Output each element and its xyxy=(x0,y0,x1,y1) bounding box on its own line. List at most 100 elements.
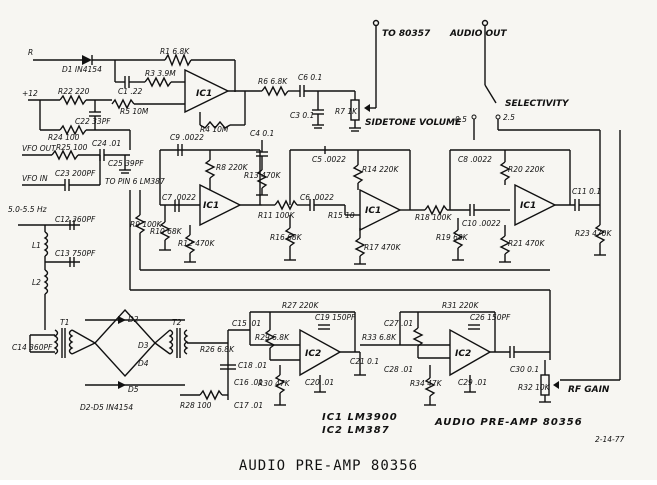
ic2-stage-2 xyxy=(360,311,559,406)
label-r19: R19 68K xyxy=(436,233,469,242)
notes: IC1 LM3900 IC2 LM387 AUDIO PRE-AMP 80356… xyxy=(322,412,624,444)
r1-resistor xyxy=(150,53,236,92)
label-c6b: C6 .0022 xyxy=(300,193,334,202)
label-c13: C13 750PF xyxy=(55,249,96,258)
label-r1: R1 6.8K xyxy=(160,47,190,56)
label-r9: R9 100K xyxy=(130,220,163,229)
label-freq: 5.0-5.5 Hz xyxy=(8,205,48,214)
label-to-80357: TO 80357 xyxy=(382,29,431,39)
label-r17: R17 470K xyxy=(364,243,401,252)
label-d4: D4 xyxy=(138,359,149,368)
label-c24: C24 .01 xyxy=(92,139,121,148)
label-r10: R10 68K xyxy=(150,227,183,236)
label-c15: C15 .01 xyxy=(232,319,261,328)
ic2-stage-1 xyxy=(180,311,366,406)
label-r33: R33 6.8K xyxy=(362,333,397,342)
label-c7: C7 .0022 xyxy=(162,193,196,202)
label-c3: C3 0.1 xyxy=(290,111,314,120)
schematic-title: AUDIO PRE-AMP 80356 xyxy=(434,417,583,428)
label-r16: R16 68K xyxy=(270,233,303,242)
label-r7: R7 1K xyxy=(335,107,358,116)
label-t2: T2 xyxy=(172,318,182,327)
label-c25: C25 39PF xyxy=(108,159,144,168)
label-r12: R12 470K xyxy=(178,239,215,248)
label-r6: R6 6.8K xyxy=(258,77,288,86)
label-audio-out: AUDIO OUT xyxy=(449,29,507,39)
label-r15: R15 10 xyxy=(328,211,355,220)
label-r23: R23 470K xyxy=(575,229,612,238)
label-c11: C11 0.1 xyxy=(572,187,601,196)
label-r13: R13 470K xyxy=(244,171,281,180)
label-c9a: C9 .0022 xyxy=(170,133,204,142)
label-c16: C16 .01 xyxy=(234,378,263,387)
ic1-opamp-2 xyxy=(134,144,262,270)
label-r3: R3 3.9M xyxy=(145,69,176,78)
label-t1: T1 xyxy=(60,318,69,327)
label-c17: C17 .01 xyxy=(234,401,263,410)
label-sidetone: SIDETONE VOLUME xyxy=(365,118,462,128)
sidetone-network xyxy=(260,19,380,132)
label-r27: R27 220K xyxy=(282,301,319,310)
c1-capacitor xyxy=(114,60,185,88)
page-caption: AUDIO PRE-AMP 80356 xyxy=(238,458,419,474)
label-to-pin6: TO PIN 6 LM387 xyxy=(105,177,165,186)
label-r14: R14 220K xyxy=(362,165,399,174)
label-ic1b: IC1 xyxy=(203,201,219,211)
label-d5: D5 xyxy=(128,385,139,394)
mixer-transformers xyxy=(29,308,189,389)
vfo-lines xyxy=(22,149,131,191)
label-c19: C19 150PF xyxy=(315,313,356,322)
ic-note-2: IC2 LM387 xyxy=(322,425,390,436)
label-l2: L2 xyxy=(32,278,41,287)
label-ic1c: IC1 xyxy=(365,206,381,216)
label-plus12: +12 xyxy=(22,89,38,98)
label-d3: D3 xyxy=(138,341,149,350)
label-c1: C1 .22 xyxy=(118,87,143,96)
label-r: R xyxy=(28,48,33,57)
selectivity-switch xyxy=(471,19,601,210)
label-c20: C20 .01 xyxy=(305,378,334,387)
label-c14: C14 360PF xyxy=(12,343,53,352)
label-sw-b: 2.5 xyxy=(503,113,515,122)
label-r32: R32 10K xyxy=(518,383,551,392)
label-c5: C5 .0022 xyxy=(312,155,346,164)
label-c30: C30 0.1 xyxy=(510,365,539,374)
label-r24: R24 100 xyxy=(48,133,80,142)
label-ic2a: IC2 xyxy=(305,349,321,359)
label-r11: R11 100K xyxy=(258,211,295,220)
supply-line xyxy=(28,91,246,130)
label-c26: C26 150PF xyxy=(470,313,511,322)
label-r31: R31 220K xyxy=(442,301,479,310)
front-end-coils xyxy=(18,220,80,330)
ic1-opamp-1 xyxy=(184,68,260,114)
label-l1: L1 xyxy=(32,241,41,250)
label-r34: R34 47K xyxy=(410,379,443,388)
label-c21: C21 0.1 xyxy=(350,357,379,366)
label-c18: C18 .01 xyxy=(238,361,267,370)
label-c12: C12 360PF xyxy=(55,215,96,224)
bus-lines xyxy=(129,130,621,381)
label-r30: R30 47K xyxy=(258,379,291,388)
label-vfo-out: VFO OUT xyxy=(22,144,57,153)
label-c28: C28 .01 xyxy=(384,365,413,374)
label-c29: C29 .01 xyxy=(458,378,487,387)
label-rf-gain: RF GAIN xyxy=(568,385,610,395)
label-r20: R20 220K xyxy=(508,165,545,174)
label-c23: C23 200PF xyxy=(55,169,96,178)
label-r4: R4 10M xyxy=(200,125,229,134)
ic-note-1: IC1 LM3900 xyxy=(322,412,398,423)
label-r28: R28 100 xyxy=(180,401,212,410)
label-ic2b: IC2 xyxy=(455,349,471,359)
label-ic1d: IC1 xyxy=(520,201,536,211)
label-r5: R5 10M xyxy=(120,107,149,116)
label-c10: C10 .0022 xyxy=(462,219,501,228)
label-selectivity: SELECTIVITY xyxy=(505,99,570,109)
r24-c22-network xyxy=(39,100,131,150)
label-ic1a: IC1 xyxy=(196,89,212,99)
label-r8: R8 220K xyxy=(216,163,249,172)
input-r-line xyxy=(33,55,150,65)
label-c22: C22 33PF xyxy=(75,117,111,126)
label-r18: R18 100K xyxy=(415,213,452,222)
